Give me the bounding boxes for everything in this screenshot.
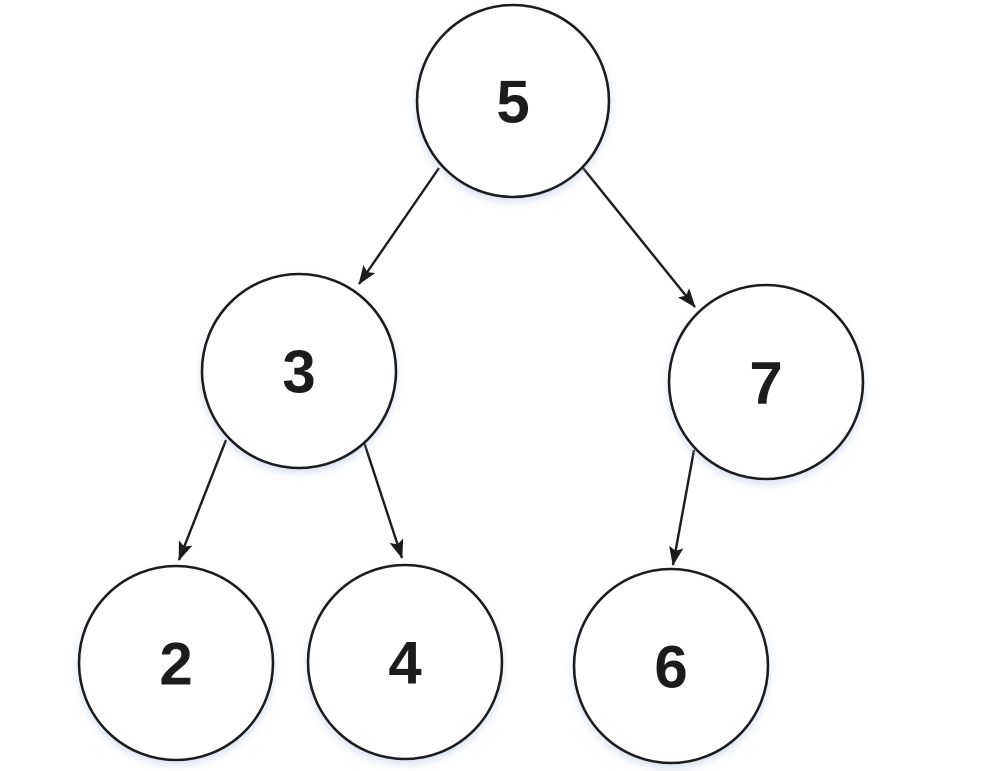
tree-edge-arrow-5-to-7 — [582, 167, 696, 308]
tree-node-circle — [200, 272, 398, 470]
tree-node-circle — [77, 564, 275, 762]
tree-edge-arrow-3-to-4 — [361, 438, 404, 559]
tree-node-3: 3 — [200, 272, 398, 470]
tree-node-label: 7 — [749, 350, 782, 417]
tree-node-label: 4 — [388, 630, 422, 697]
edges-layer — [177, 167, 696, 566]
tree-node-circle — [415, 3, 611, 199]
tree-node-6: 6 — [572, 567, 770, 765]
tree-node-circle — [572, 567, 770, 765]
tree-node-label: 5 — [496, 69, 529, 136]
tree-node-7: 7 — [667, 283, 865, 481]
tree-edge-arrow-3-to-2 — [177, 439, 228, 561]
tree-node-4: 4 — [306, 563, 504, 761]
tree-node-label: 6 — [654, 634, 687, 701]
tree-node-circle — [667, 283, 865, 481]
tree-edge-arrow-7-to-6 — [669, 449, 696, 566]
nodes-layer: 5 3 7 2 4 6 — [77, 3, 865, 765]
tree-node-circle — [306, 563, 504, 761]
tree-edge-arrow-5-to-3 — [358, 167, 440, 285]
tree-node-2: 2 — [77, 564, 275, 762]
tree-node-label: 3 — [282, 339, 315, 406]
tree-node-5: 5 — [415, 3, 611, 199]
tree-node-label: 2 — [159, 631, 192, 698]
